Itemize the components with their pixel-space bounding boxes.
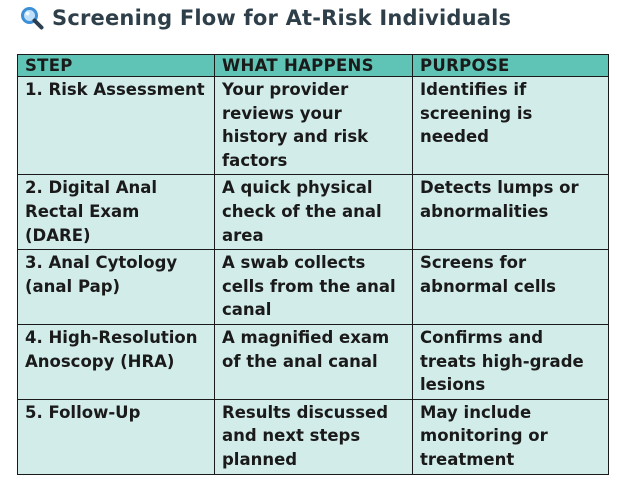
table-row: 5. Follow-Up Results discussed and next … bbox=[17, 398, 609, 475]
what-happens-cell: A quick physical check of the anal area bbox=[214, 174, 413, 251]
purpose-cell: Detects lumps or abnormalities bbox=[412, 174, 609, 251]
what-happens-cell: A magnified exam of the anal canal bbox=[214, 323, 413, 400]
table-row: 2. Digital Anal Rectal Exam (DARE) A qui… bbox=[17, 174, 609, 251]
purpose-cell: Identifies if screening is needed bbox=[412, 75, 609, 176]
column-header-what-happens: WHAT HAPPENS bbox=[214, 54, 413, 77]
column-header-step: STEP bbox=[17, 54, 215, 77]
purpose-cell: Confirms and treats high-grade lesions bbox=[412, 323, 609, 400]
step-cell: 4. High-Resolution Anoscopy (HRA) bbox=[17, 323, 215, 400]
table-row: 1. Risk Assessment Your provider reviews… bbox=[17, 75, 609, 176]
step-cell: 3. Anal Cytology (anal Pap) bbox=[17, 249, 215, 325]
column-header-purpose: PURPOSE bbox=[412, 54, 609, 77]
step-cell: 5. Follow-Up bbox=[17, 398, 215, 475]
screening-flow-table: STEP WHAT HAPPENS PURPOSE 1. Risk Assess… bbox=[17, 54, 609, 475]
purpose-cell: Screens for abnormal cells bbox=[412, 249, 609, 325]
table-row: 4. High-Resolution Anoscopy (HRA) A magn… bbox=[17, 323, 609, 400]
what-happens-cell: A swab collects cells from the anal cana… bbox=[214, 249, 413, 325]
purpose-cell: May include monitoring or treatment bbox=[412, 398, 609, 475]
step-cell: 2. Digital Anal Rectal Exam (DARE) bbox=[17, 174, 215, 251]
what-happens-cell: Your provider reviews your history and r… bbox=[214, 75, 413, 176]
table-row: 3. Anal Cytology (anal Pap) A swab colle… bbox=[17, 249, 609, 325]
step-cell: 1. Risk Assessment bbox=[17, 75, 215, 176]
magnifying-glass-icon bbox=[20, 6, 44, 30]
what-happens-cell: Results discussed and next steps planned bbox=[214, 398, 413, 475]
table-header-row: STEP WHAT HAPPENS PURPOSE bbox=[17, 54, 609, 77]
page-title-row: Screening Flow for At-Risk Individuals bbox=[20, 3, 511, 33]
page-title: Screening Flow for At-Risk Individuals bbox=[52, 6, 512, 30]
